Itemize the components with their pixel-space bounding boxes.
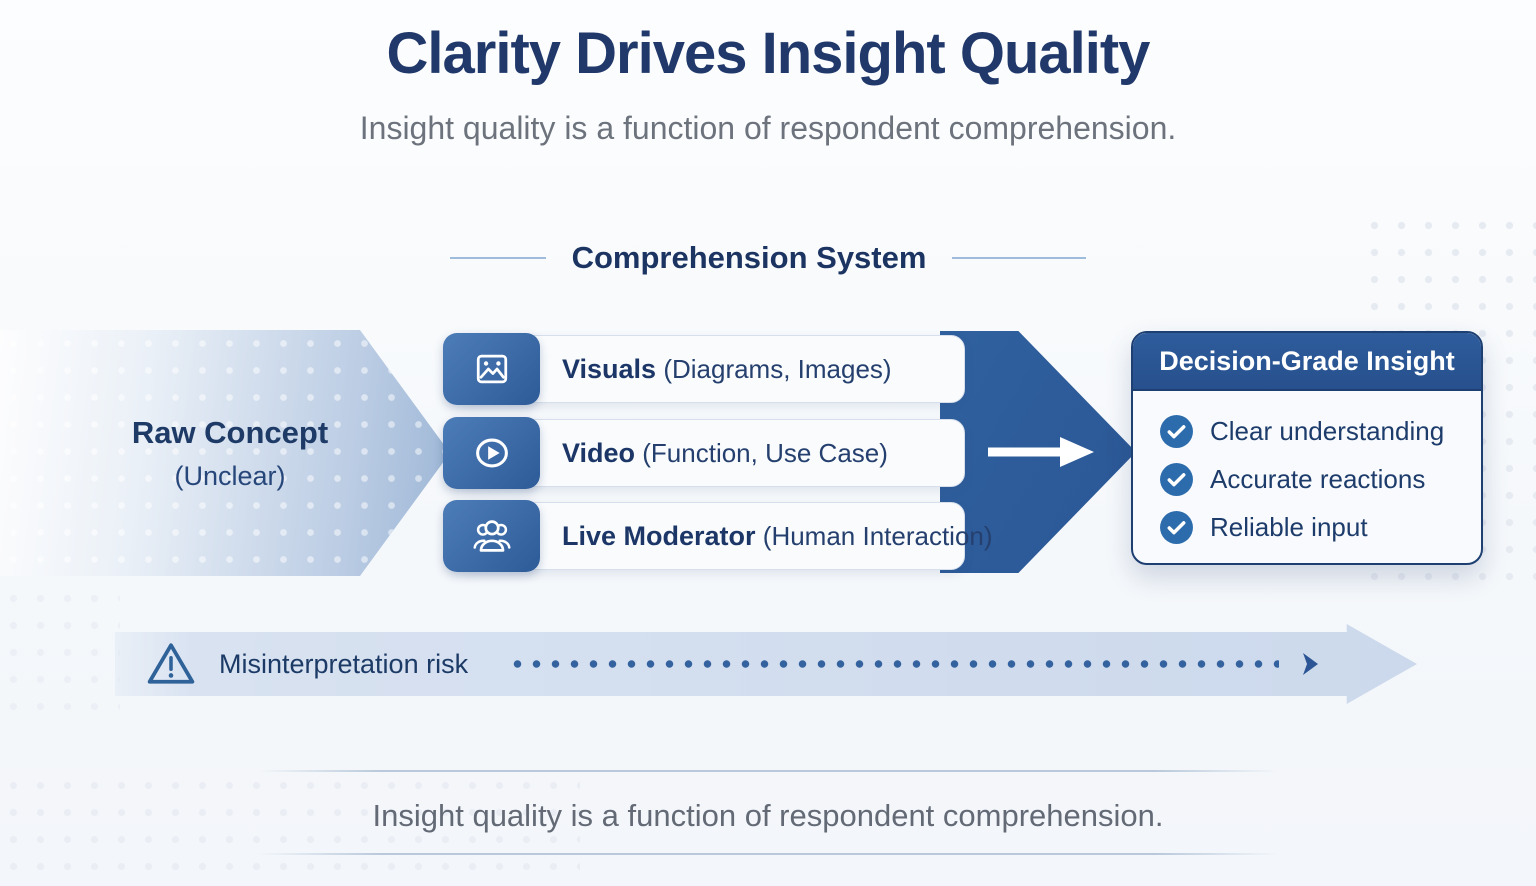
arrow-right-icon [988,437,1094,467]
channel-tile [443,417,540,489]
channel-label: Visuals (Diagrams, Images) [562,354,892,385]
page-title: Clarity Drives Insight Quality [386,21,1151,86]
channel-pill: Visuals (Diagrams, Images) [457,335,965,403]
channel-detail: (Function, Use Case) [642,437,888,468]
check-item: Reliable input [1159,503,1481,551]
section-divider-left [449,257,546,259]
warning-icon [147,643,195,684]
channel-detail: (Diagrams, Images) [663,353,892,384]
footer-divider-bottom [258,853,1278,855]
check-item: Clear understanding [1159,407,1481,455]
page-subtitle: Insight quality is a function of respond… [359,110,1177,146]
decision-grade-insight-card: Decision-Grade Insight Clear understandi… [1131,331,1483,565]
card-header: Decision-Grade Insight [1133,333,1481,391]
card-title: Decision-Grade Insight [1159,345,1455,376]
channel-title: Live Moderator [562,520,756,551]
channel-tile [443,333,540,405]
channel-row-moderator: Live Moderator (Human Interaction) [443,500,993,572]
chevron-right-icon [1303,653,1318,675]
risk-label: Misinterpretation risk [219,648,469,679]
raw-concept-title: Raw Concept [131,414,329,450]
image-icon [476,354,507,384]
checkmark-icon [1160,510,1193,544]
checkmark-icon [1160,414,1193,448]
section-title: Comprehension System [571,240,927,275]
dot-pattern-mid-left [0,585,120,715]
channel-title: Video [562,437,636,468]
channel-row-video: Video (Function, Use Case) [443,417,965,489]
channel-title: Visuals [562,353,657,384]
raw-concept-text: Raw Concept (Unclear) [65,415,395,492]
footer-divider-top [258,770,1278,772]
check-item-label: Reliable input [1210,511,1368,542]
section-divider-right [952,257,1087,259]
card-body: Clear understanding Accurate reactions R… [1133,391,1481,551]
raw-concept-subtitle: (Unclear) [174,460,286,491]
dot-pattern-bottom-left [0,772,580,886]
channel-pill: Live Moderator (Human Interaction) [457,502,993,570]
channel-detail: (Human Interaction) [762,520,993,551]
check-item: Accurate reactions [1159,455,1481,503]
channel-row-visuals: Visuals (Diagrams, Images) [443,333,965,405]
channel-label: Video (Function, Use Case) [562,438,888,469]
footer-text: Insight quality is a function of respond… [372,798,1164,833]
people-icon [473,520,510,552]
check-item-label: Clear understanding [1210,415,1445,446]
dotted-arrow-line [508,659,1279,669]
check-item-label: Accurate reactions [1210,463,1426,494]
channel-tile [443,500,540,572]
channel-label: Live Moderator (Human Interaction) [562,521,993,552]
checkmark-icon [1160,462,1193,496]
section-header: Comprehension System [0,240,1536,276]
misinterpretation-risk-bar: Misinterpretation risk [115,624,1417,704]
play-icon [475,438,508,468]
channel-pill: Video (Function, Use Case) [457,419,965,487]
raw-concept-arrow: Raw Concept (Unclear) [0,330,450,576]
